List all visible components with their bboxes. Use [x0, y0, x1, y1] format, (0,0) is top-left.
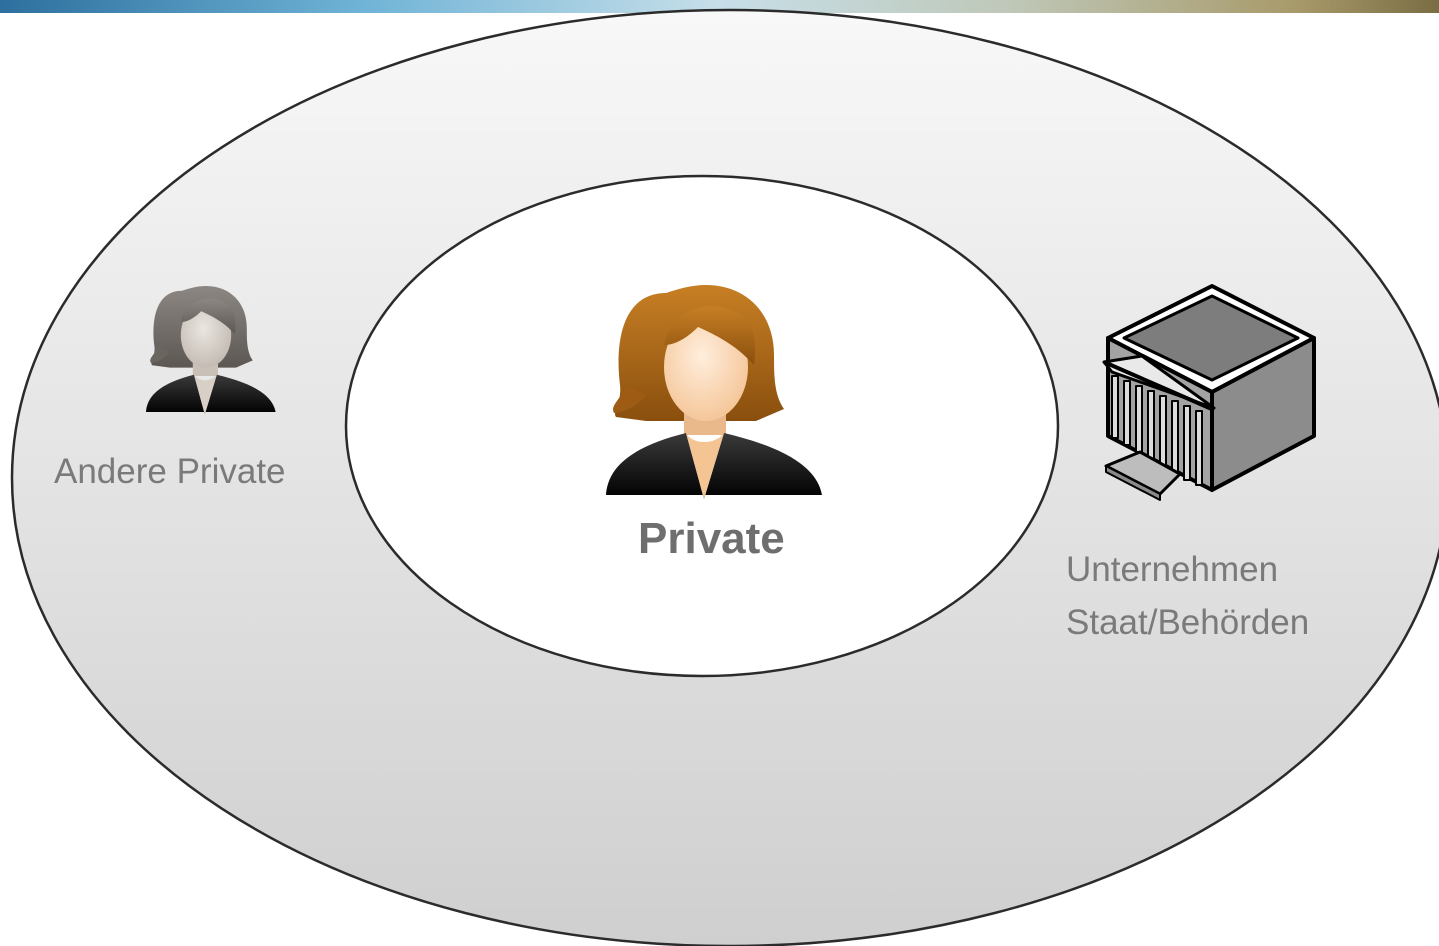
- label-staat-behoerden: Staat/Behörden: [1066, 603, 1310, 642]
- woman-user-icon-grey: [146, 286, 276, 415]
- header-band: [0, 0, 1439, 13]
- label-unternehmen: Unternehmen: [1066, 550, 1279, 589]
- label-andere-private: Andere Private: [54, 452, 286, 491]
- government-building-icon: [1102, 284, 1316, 501]
- label-organizations: Unternehmen Staat/Behörden: [1066, 543, 1309, 649]
- label-private: Private: [638, 514, 785, 563]
- woman-user-icon: [606, 285, 822, 499]
